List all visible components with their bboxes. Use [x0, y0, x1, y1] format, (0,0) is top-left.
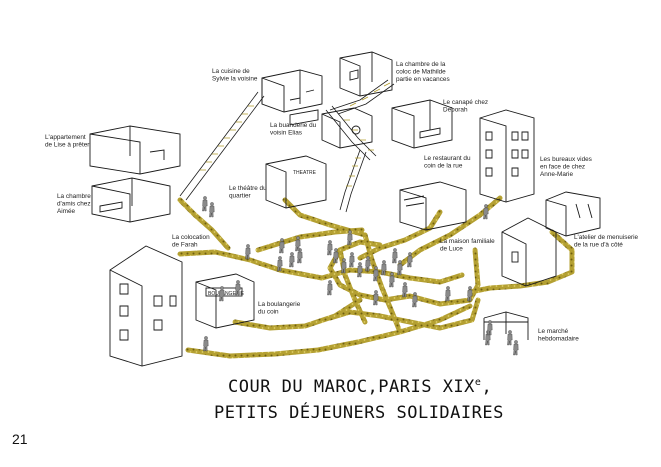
person-figure [445, 286, 451, 302]
person-figure [347, 230, 353, 246]
room-chambre-aimee [91, 177, 171, 223]
path-bottom [185, 303, 473, 359]
building-maison-luce [501, 217, 557, 287]
person-figure [365, 256, 371, 272]
theatre-sign: THEATRE [293, 170, 317, 176]
person-figure [373, 290, 379, 306]
path-theatre [282, 197, 368, 238]
person-figure [277, 256, 283, 272]
person-figure [219, 286, 225, 302]
person-figure [392, 248, 398, 264]
person-figure [407, 252, 413, 268]
building-colocation-farah [109, 245, 183, 367]
room-canape [391, 99, 453, 149]
path-marche [327, 297, 481, 331]
person-figure [402, 282, 408, 298]
page-number: 21 [12, 431, 28, 447]
person-figure [381, 260, 387, 276]
person-figure [202, 196, 208, 212]
room-chambre-coloc [339, 51, 393, 97]
room-buanderie [321, 107, 373, 149]
path-restaurant [357, 209, 443, 261]
room-appartement-lise [89, 125, 181, 175]
person-figure [203, 336, 209, 352]
person-figure [245, 244, 251, 260]
title-line-2: PETITS DÉJEUNERS SOLIDAIRES [214, 401, 504, 423]
person-figure [289, 252, 295, 268]
path-boulangerie [232, 297, 363, 331]
staircases [179, 79, 395, 213]
building-theatre [265, 109, 327, 209]
path-atelier [467, 229, 575, 295]
person-figure [507, 330, 513, 346]
building-boulangerie [195, 273, 255, 329]
person-figure [389, 272, 395, 288]
person-figure [357, 262, 363, 278]
person-figure [412, 292, 418, 308]
path-center-down [362, 232, 403, 335]
person-figure [513, 340, 519, 356]
building-atelier [545, 191, 601, 237]
path-stairs-left [177, 197, 231, 251]
person-figure [279, 238, 285, 254]
person-figure [349, 252, 355, 268]
person-figure [487, 320, 493, 336]
person-figure [397, 260, 403, 276]
person-figure [333, 248, 339, 264]
room-cuisine [261, 69, 323, 113]
bakery-sign: BOULANGERIE [208, 291, 245, 297]
person-figure [467, 286, 473, 302]
person-figure [341, 258, 347, 274]
title-line-1: COUR DU MAROC,PARIS XIXe, [228, 377, 492, 397]
path-luce-loop [327, 239, 481, 307]
building-restaurant [399, 181, 467, 231]
person-figure [209, 202, 215, 218]
person-figure [327, 240, 333, 256]
people-figures [202, 196, 519, 356]
path-lower-farah [177, 249, 325, 281]
person-figure [295, 236, 301, 252]
person-figure [327, 280, 333, 296]
person-figure [235, 280, 241, 296]
person-figure [483, 204, 489, 220]
building-bureaux [479, 109, 535, 203]
person-figure [373, 266, 379, 282]
